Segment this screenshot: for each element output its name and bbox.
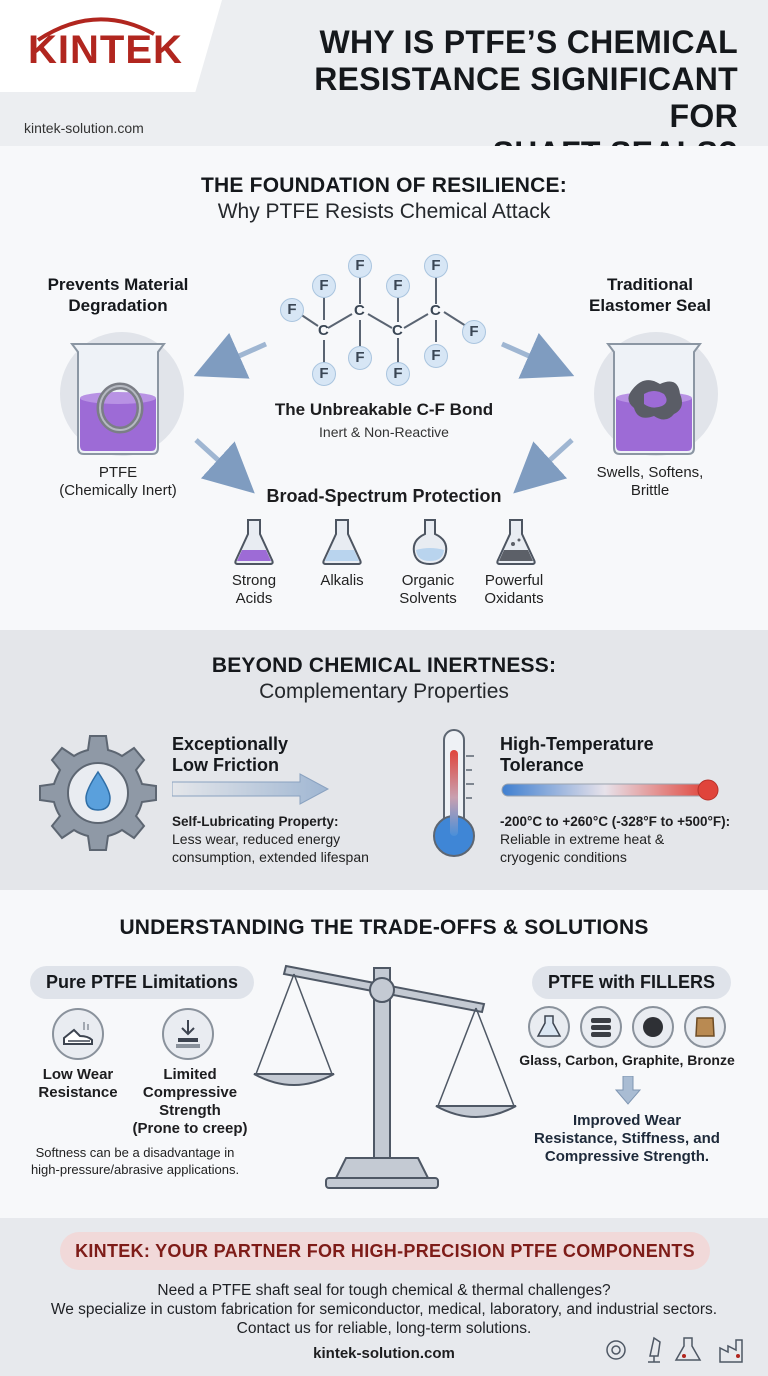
carbon-atom: C [354,302,365,319]
section-foundation: THE FOUNDATION OF RESILIENCE: Why PTFE R… [0,146,768,630]
section2-heading: BEYOND CHEMICAL INERTNESS: [211,654,557,677]
fluorine-atom: F [348,254,372,278]
fluorine-atom: F [424,344,448,368]
left-caption: PTFE (Chemically Inert) [59,464,177,499]
protection-item-alkalis: Alkalis [320,572,364,589]
filler-result: Improved Wear Resistance, Stiffness, and… [534,1112,720,1165]
filler-list: Glass, Carbon, Graphite, Bronze [519,1052,735,1068]
section1-heading: THE FOUNDATION OF RESILIENCE: [201,174,567,197]
graphite-filler-icon [632,1006,674,1048]
temperature-title: High-Temperature Tolerance [500,734,654,775]
compression-icon [162,1008,214,1060]
footer-site-link[interactable]: kintek-solution.com [313,1345,455,1362]
carbon-atom: C [392,322,403,339]
compressive-label: Limited Compressive Strength (Prone to c… [132,1066,248,1137]
fluorine-atom: F [312,362,336,386]
fluorine-atom: F [424,254,448,278]
fluorine-atom: F [312,274,336,298]
fluorine-atom: F [386,274,410,298]
friction-desc: Less wear, reduced energy consumption, e… [172,831,369,865]
fluorine-atom: F [280,298,304,322]
kintek-logo[interactable]: KINTEK [28,28,183,72]
ptfe-beaker-icon [70,343,166,455]
temperature-desc-title: -200°C to +260°C (-328°F to +500°F): [500,814,731,829]
carbon-atom: C [430,302,441,319]
protection-title: Broad-Spectrum Protection [266,486,502,506]
logo-card [0,0,222,92]
thermometer-icon [433,729,475,857]
elastomer-beaker-icon [606,343,702,455]
section-tradeoffs: UNDERSTANDING THE TRADE-OFFS & SOLUTIONS… [0,890,768,1218]
partner-banner-text: KINTEK: YOUR PARTNER FOR HIGH-PRECISION … [75,1241,695,1261]
down-arrow-icon [614,1076,642,1105]
carbon-atom: C [318,322,329,339]
balance-scale-icon [253,964,517,1189]
shoe-wear-icon [52,1008,104,1060]
section1-subheading: Why PTFE Resists Chemical Attack [217,200,551,223]
temperature-desc: Reliable in extreme heat & cryogenic con… [500,831,665,865]
header: KINTEK kintek-solution.com WHY IS PTFE’S… [0,0,768,171]
left-title: Prevents Material Degradation [47,275,189,315]
flask-purple-icon [234,519,274,565]
section2-subheading: Complementary Properties [259,680,509,703]
flask-dark-icon [496,519,536,565]
friction-arrow-icon [172,773,330,805]
fillers-pill: PTFE with FILLERS [532,966,731,999]
fluorine-atom: F [462,320,486,344]
fluorine-atom: F [386,362,410,386]
logo-arc-icon [36,17,155,42]
bond-subtitle: Inert & Non-Reactive [319,424,449,440]
site-link[interactable]: kintek-solution.com [24,120,144,136]
section3-heading: UNDERSTANDING THE TRADE-OFFS & SOLUTIONS [119,916,649,939]
softness-note: Softness can be a disadvantage in high-p… [30,1145,240,1177]
protection-item-solvents: Organic Solvents [399,572,457,607]
friction-desc-title: Self-Lubricating Property: [172,814,339,829]
gear-drop-icon [39,735,157,851]
protection-item-oxidants: Powerful Oxidants [484,572,544,607]
temperature-range-bar [501,779,719,801]
flow-arrows [193,332,575,494]
flask-blue-icon [322,519,362,565]
right-caption: Swells, Softens, Brittle [596,464,704,499]
fluorine-atom: F [348,346,372,370]
section-properties: BEYOND CHEMICAL INERTNESS: Complementary… [0,630,768,890]
bronze-filler-icon [684,1006,726,1048]
carbon-filler-icon [580,1006,622,1048]
protection-item-acids: Strong Acids [231,572,277,607]
footer-icons [606,1336,743,1363]
limitations-pill: Pure PTFE Limitations [30,966,255,999]
footer-line-3: Contact us for reliable, long-term solut… [236,1320,532,1337]
bond-title: The Unbreakable C-F Bond [274,400,494,419]
flask-round-icon [412,519,448,566]
right-title: Traditional Elastomer Seal [589,275,711,315]
footer-line-1: Need a PTFE shaft seal for tough chemica… [157,1282,611,1299]
low-wear-label: Low Wear Resistance [38,1066,118,1101]
bond-lines [293,276,467,364]
friction-title: Exceptionally Low Friction [172,734,289,775]
footer-line-2: We specialize in custom fabrication for … [50,1301,718,1318]
partner-banner [60,1232,710,1270]
glass-filler-icon [528,1006,570,1048]
